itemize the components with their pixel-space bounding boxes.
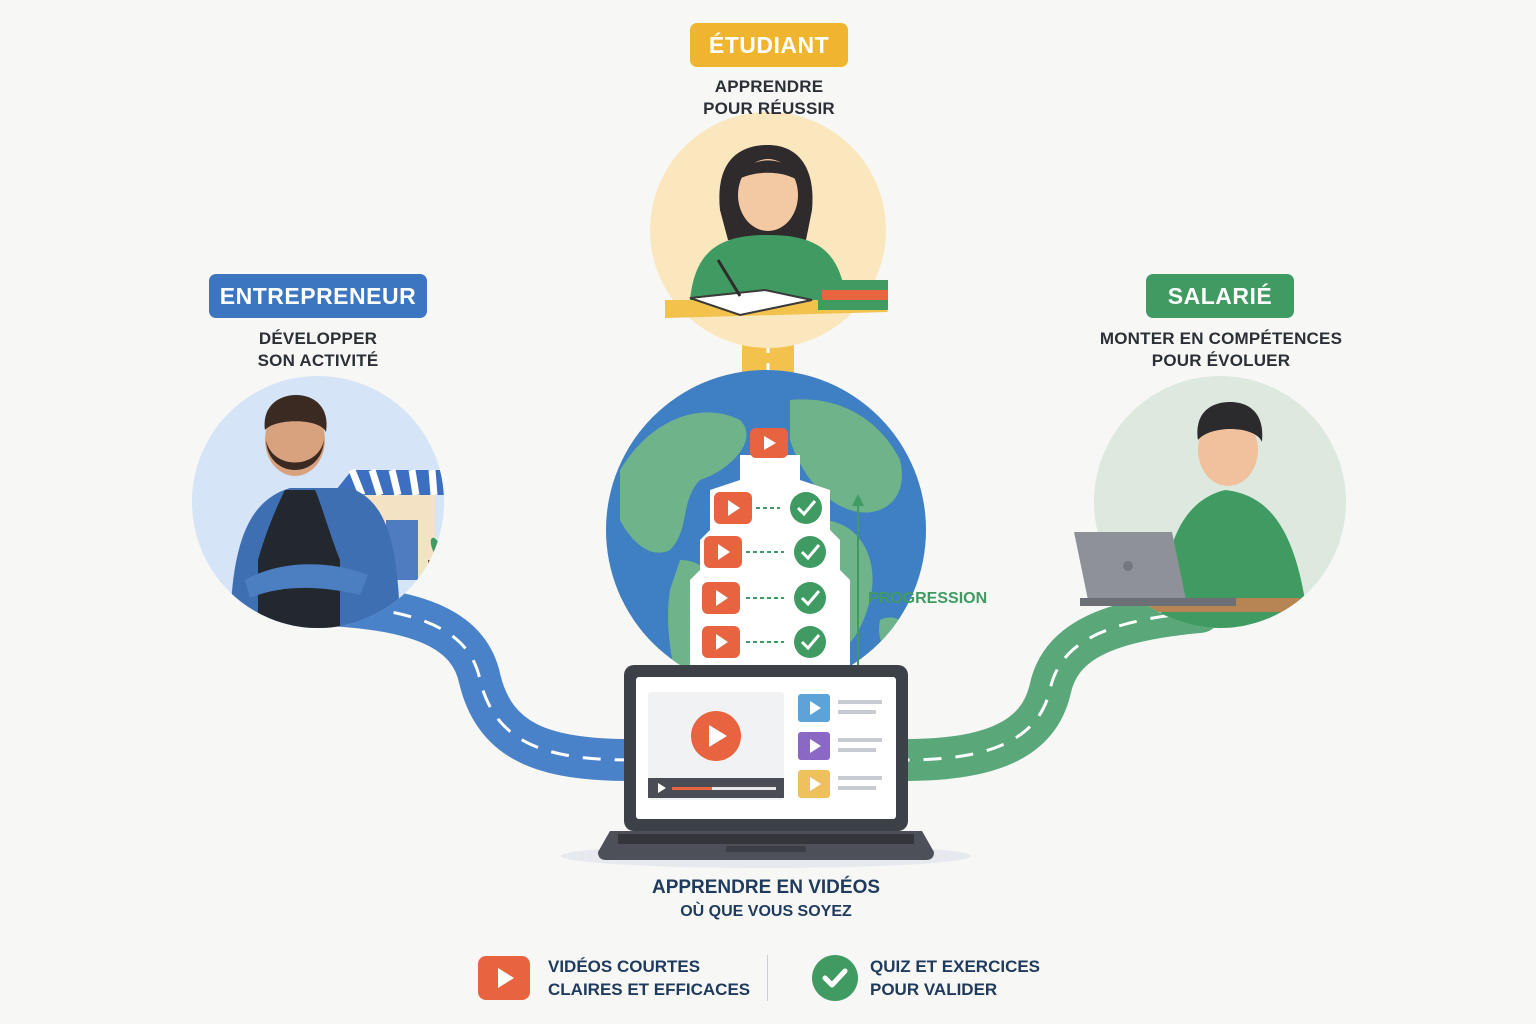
caption-title: APPRENDRE EN VIDÉOS — [651, 877, 881, 898]
progression-stack — [690, 428, 864, 665]
check-icon — [794, 536, 826, 568]
salarie-tagline-line2: POUR ÉVOLUER — [1151, 351, 1291, 370]
legend-videos-text: VIDÉOS COURTES CLAIRES ET EFFICACES — [548, 955, 750, 1001]
salarie-badge: SALARIÉ — [1146, 274, 1294, 318]
legend-quiz: QUIZ ET EXERCICES POUR VALIDER — [812, 955, 1040, 1001]
check-icon — [794, 582, 826, 614]
main-caption: APPRENDRE EN VIDÉOS OÙ QUE VOUS SOYEZ — [566, 876, 966, 924]
legend-divider — [767, 955, 768, 1001]
etudiant-tagline: APPRENDRE POUR RÉUSSIR — [640, 76, 898, 120]
entrepreneur-illustration — [192, 376, 444, 628]
salarie-tagline-line1: MONTER EN COMPÉTENCES — [1099, 329, 1343, 348]
legend-videos: VIDÉOS COURTES CLAIRES ET EFFICACES — [478, 955, 750, 1001]
check-icon — [812, 955, 858, 1001]
laptop-illustration — [561, 665, 971, 868]
caption-subtitle: OÙ QUE VOUS SOYEZ — [680, 903, 852, 920]
entrepreneur-tagline: DÉVELOPPER SON ACTIVITÉ — [188, 328, 448, 372]
road-left — [309, 584, 651, 781]
progression-label: PROGRESSION — [868, 590, 988, 607]
check-icon — [794, 626, 826, 658]
entrepreneur-tagline-line1: DÉVELOPPER — [258, 329, 378, 348]
salarie-tagline: MONTER EN COMPÉTENCES POUR ÉVOLUER — [1090, 328, 1352, 372]
legend-videos-line1: VIDÉOS COURTES — [548, 957, 701, 976]
etudiant-tagline-line1: APPRENDRE — [714, 77, 824, 96]
play-icon — [478, 956, 530, 1000]
legend-videos-line2: CLAIRES ET EFFICACES — [548, 980, 751, 999]
road-right — [884, 591, 1221, 781]
student-illustration — [650, 112, 888, 348]
check-icon — [790, 492, 822, 524]
legend-quiz-line2: POUR VALIDER — [870, 980, 998, 999]
legend-quiz-text: QUIZ ET EXERCICES POUR VALIDER — [870, 955, 1040, 1001]
entrepreneur-tagline-line2: SON ACTIVITÉ — [257, 351, 379, 370]
employee-illustration — [1074, 376, 1346, 628]
legend-quiz-line1: QUIZ ET EXERCICES — [870, 957, 1041, 976]
etudiant-tagline-line2: POUR RÉUSSIR — [703, 99, 835, 118]
entrepreneur-badge: ENTREPRENEUR — [209, 274, 427, 318]
etudiant-badge: ÉTUDIANT — [690, 23, 848, 67]
